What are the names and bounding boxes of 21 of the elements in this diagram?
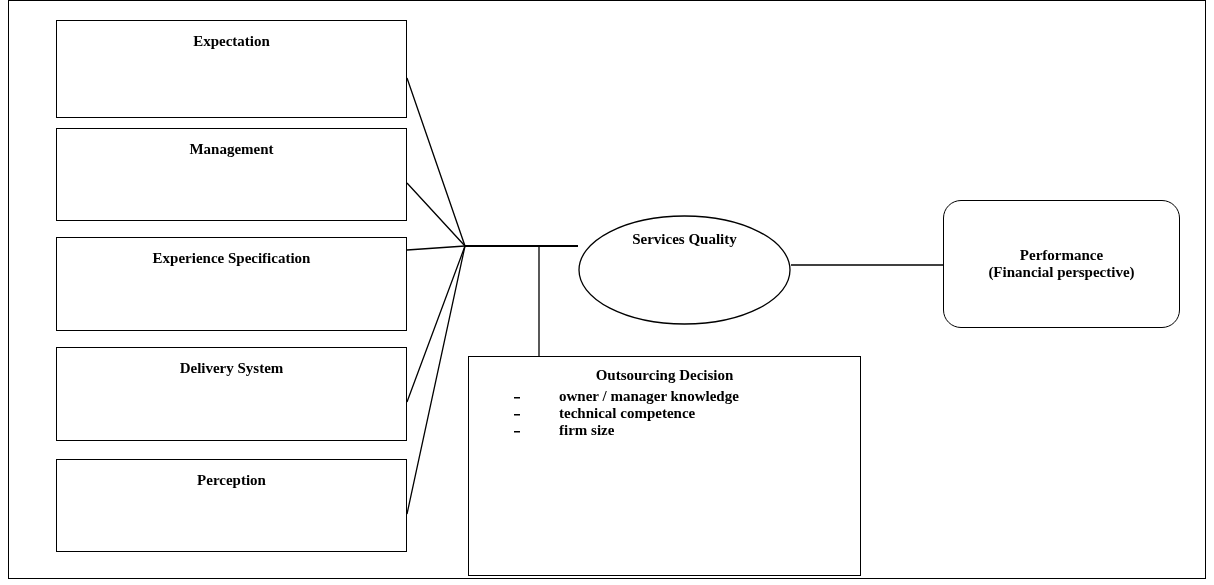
- factor-box: [468, 356, 861, 576]
- list-item: firm size: [559, 422, 615, 438]
- node-title: Perception: [196, 472, 267, 489]
- factor-box: [56, 459, 407, 552]
- list-item: owner / manager knowledge: [559, 388, 739, 404]
- node-title: Delivery System: [178, 360, 285, 377]
- factor-box: [56, 237, 407, 331]
- process-ellipse: [578, 215, 791, 325]
- node-title: Performance (Financial perspective): [987, 247, 1136, 281]
- factor-box: [56, 347, 407, 441]
- list-item: technical competence: [559, 405, 696, 421]
- outcome-box: [943, 200, 1180, 328]
- factor-box: [56, 128, 407, 221]
- node-title: Expectation: [192, 33, 271, 50]
- factor-box: [56, 20, 407, 118]
- connector-line: [538, 245, 579, 357]
- node-title: Experience Specification: [151, 250, 312, 267]
- connector-line: [790, 264, 944, 266]
- node-title: Services Quality: [631, 231, 738, 248]
- node-title: Outsourcing Decision: [594, 367, 735, 384]
- node-title: Management: [188, 141, 275, 158]
